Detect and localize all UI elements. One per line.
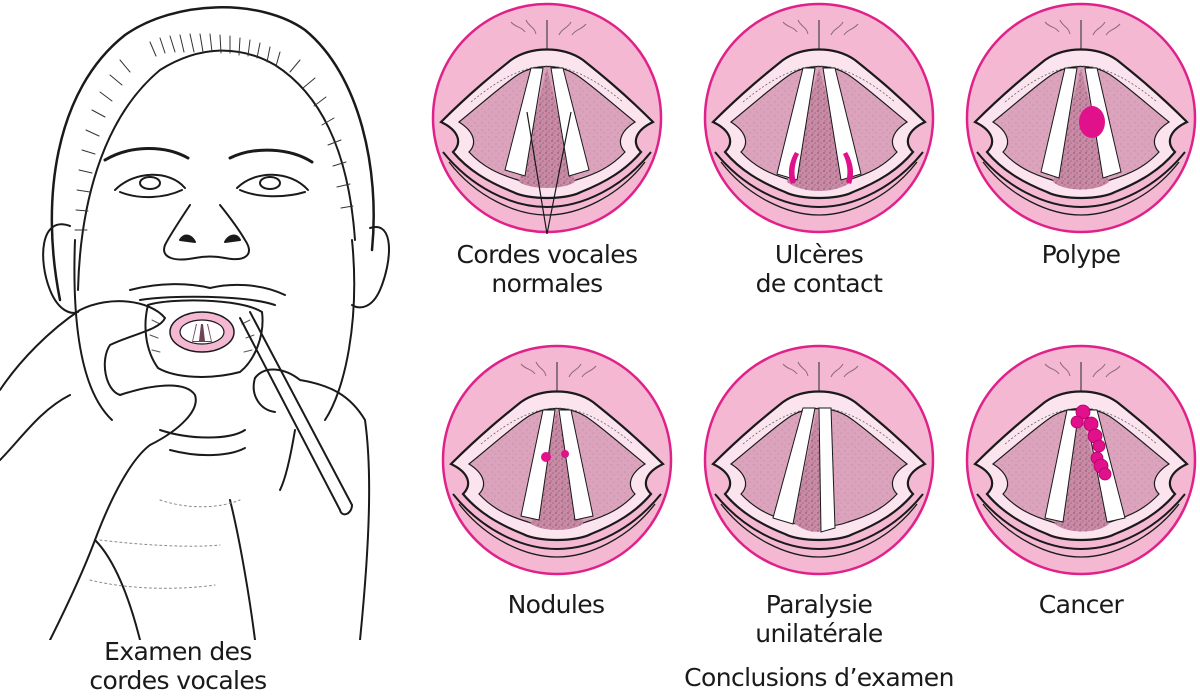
label-line: de contact xyxy=(755,269,883,298)
pointer-lines xyxy=(526,111,572,234)
larynx-polyp-icon xyxy=(965,2,1197,234)
cancer-lesions xyxy=(1070,404,1112,481)
face-with-laryngeal-mirror-drawing xyxy=(0,6,390,640)
larynx-nodules-icon xyxy=(441,344,673,576)
label-line: normales xyxy=(491,269,603,298)
label-unilateral-paralysis: Paralysie unilatérale xyxy=(755,590,883,648)
finding-unilateral-paralysis xyxy=(703,344,935,576)
label-contact-ulcers: Ulcères de contact xyxy=(756,240,883,298)
ulcer-lesions xyxy=(788,152,854,184)
examination-caption: Examen des cordes vocales xyxy=(89,637,267,695)
finding-normal-vocal-cords xyxy=(431,2,663,234)
caption-line-2: cordes vocales xyxy=(89,666,267,695)
label-cancer: Cancer xyxy=(1038,590,1124,619)
finding-polyp xyxy=(965,2,1197,234)
larynx-unilateral-paralysis-icon xyxy=(703,344,935,576)
label-line: Paralysie xyxy=(765,590,873,619)
label-line: unilatérale xyxy=(755,619,883,648)
label-line: Nodules xyxy=(507,590,605,619)
larynx-contact-ulcers-icon xyxy=(703,2,935,234)
label-normal-vocal-cords: Cordes vocales normales xyxy=(456,240,639,298)
polyp-lesion xyxy=(1079,106,1105,138)
nodule-lesions xyxy=(541,450,569,462)
larynx-normal-icon xyxy=(431,2,663,234)
mirror-larynx-reflection xyxy=(169,311,235,353)
label-line: Polype xyxy=(1041,240,1121,269)
findings-title: Conclusions d’examen xyxy=(684,663,954,692)
label-nodules: Nodules xyxy=(508,590,605,619)
finding-cancer xyxy=(965,344,1197,576)
label-polyp: Polype xyxy=(1042,240,1121,269)
caption-line-1: Examen des xyxy=(104,637,252,666)
label-line: Cordes vocales xyxy=(456,240,639,269)
vocal-cord-examination-illustration: Examen des cordes vocales xyxy=(0,0,420,697)
label-line: Ulcères xyxy=(774,240,864,269)
finding-nodules xyxy=(441,344,673,576)
finding-contact-ulcers xyxy=(703,2,935,234)
larynx-cancer-icon xyxy=(965,344,1197,576)
label-line: Cancer xyxy=(1038,590,1124,619)
